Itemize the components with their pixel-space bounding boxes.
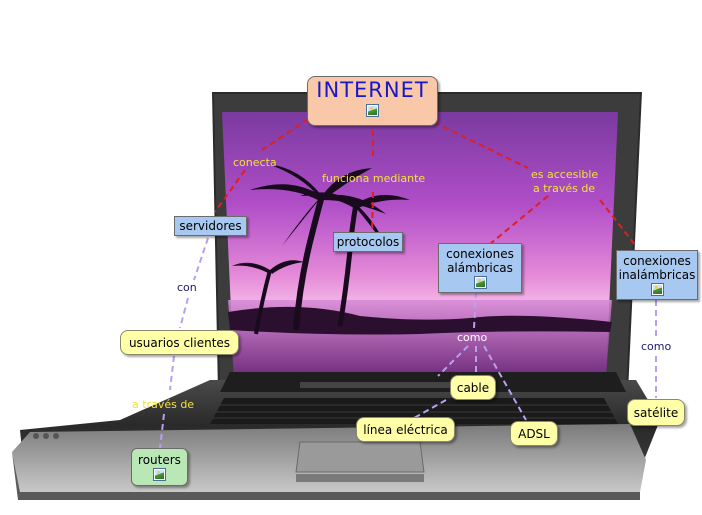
link-label-funciona-mediante: funciona mediante bbox=[322, 172, 426, 185]
image-attachment-icon[interactable] bbox=[473, 276, 487, 289]
node-satelite[interactable]: satélite bbox=[627, 399, 685, 426]
node-routers[interactable]: routers bbox=[131, 448, 188, 486]
link-label-como-1: como bbox=[457, 331, 488, 344]
node-conexiones-alambricas[interactable]: conexiones alámbricas bbox=[438, 243, 522, 293]
node-adsl-label: ADSL bbox=[518, 427, 550, 441]
link-label-como-2: como bbox=[641, 340, 672, 353]
node-linea-label: línea eléctrica bbox=[363, 423, 448, 437]
node-usuarios-clientes[interactable]: usuarios clientes bbox=[120, 330, 239, 355]
node-inalambricas-line1: conexiones bbox=[623, 254, 691, 268]
image-attachment-icon[interactable] bbox=[650, 283, 664, 296]
node-internet[interactable]: INTERNET bbox=[307, 76, 438, 126]
node-cable[interactable]: cable bbox=[450, 375, 496, 400]
image-attachment-icon[interactable] bbox=[153, 468, 166, 481]
node-protocolos[interactable]: protocolos bbox=[333, 232, 403, 252]
node-alambricas-line1: conexiones bbox=[446, 247, 514, 261]
node-linea-electrica[interactable]: línea eléctrica bbox=[356, 417, 455, 442]
image-attachment-icon[interactable] bbox=[366, 104, 379, 117]
node-alambricas-line2: alámbricas bbox=[447, 261, 513, 275]
node-adsl[interactable]: ADSL bbox=[510, 421, 558, 446]
node-routers-label: routers bbox=[138, 453, 181, 467]
node-conexiones-inalambricas[interactable]: conexiones inalámbricas bbox=[616, 250, 698, 300]
node-inalambricas-line2: inalámbricas bbox=[618, 268, 696, 282]
node-servidores[interactable]: servidores bbox=[174, 216, 247, 236]
link-label-conecta: conecta bbox=[233, 156, 277, 169]
node-servidores-label: servidores bbox=[179, 219, 242, 233]
node-satelite-label: satélite bbox=[633, 406, 679, 420]
link-label-con: con bbox=[177, 281, 197, 294]
node-internet-label: INTERNET bbox=[316, 78, 429, 102]
link-label-a-traves-de-2: a través de bbox=[132, 398, 195, 411]
node-usuarios-label: usuarios clientes bbox=[128, 336, 231, 350]
node-protocolos-label: protocolos bbox=[336, 235, 400, 249]
node-cable-label: cable bbox=[456, 381, 490, 395]
link-label-a-traves-de-1: a través de bbox=[533, 182, 596, 195]
link-label-es-accesible: es accesible bbox=[531, 168, 599, 181]
